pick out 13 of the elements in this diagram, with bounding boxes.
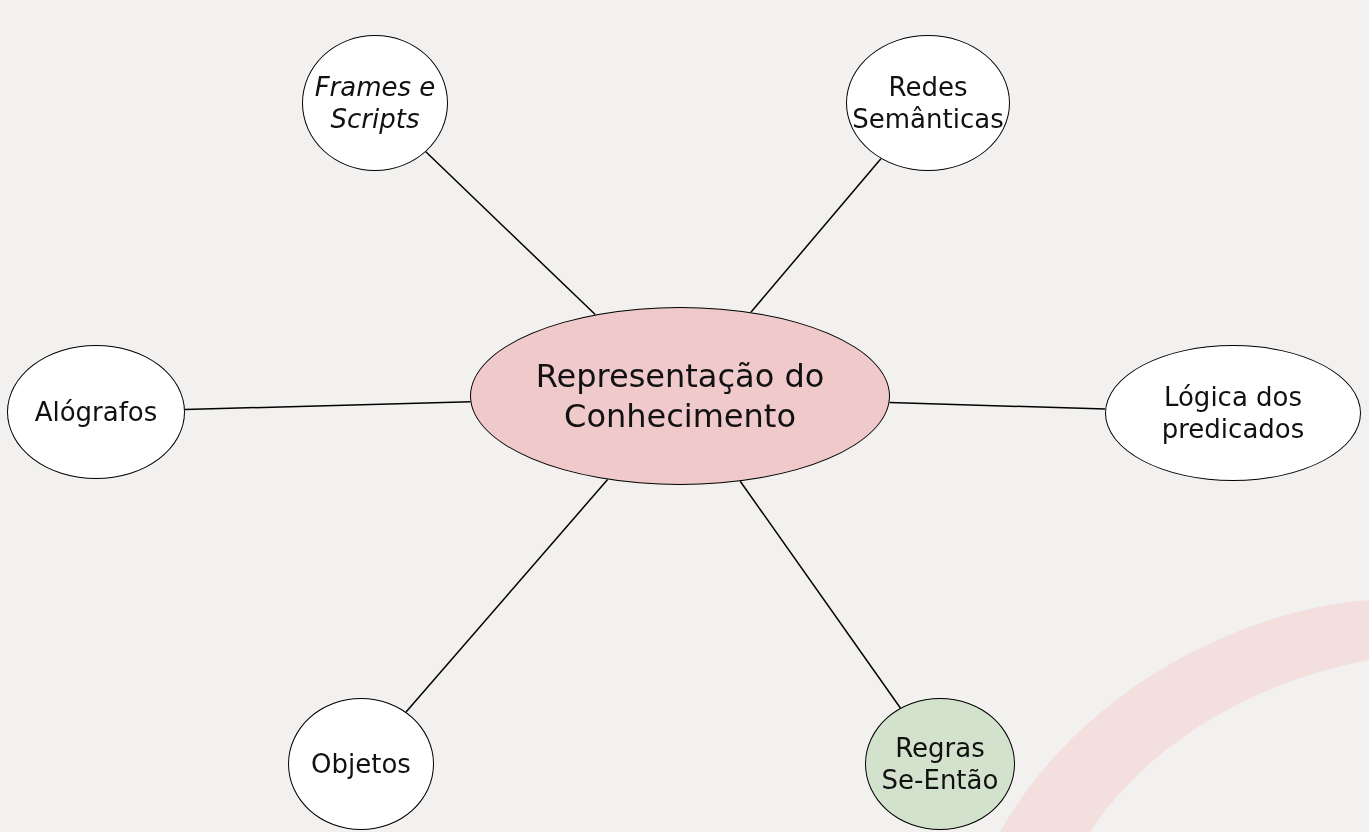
node-label: Redes Semânticas (852, 70, 1004, 136)
node-label: Alógrafos (34, 395, 158, 429)
connector-line (425, 151, 596, 316)
connector-line (750, 157, 882, 313)
connector-line (888, 401, 1106, 410)
node-label: Regras Se-Então (880, 731, 1000, 797)
node-label: Frames e Scripts (313, 70, 437, 136)
node-label: Representação do Conhecimento (534, 356, 826, 436)
connector-line (405, 478, 609, 713)
node-label: Lógica dos predicados (1160, 380, 1306, 446)
connector-line (739, 480, 902, 709)
node-label: Objetos (311, 747, 411, 781)
connector-line (184, 401, 472, 411)
